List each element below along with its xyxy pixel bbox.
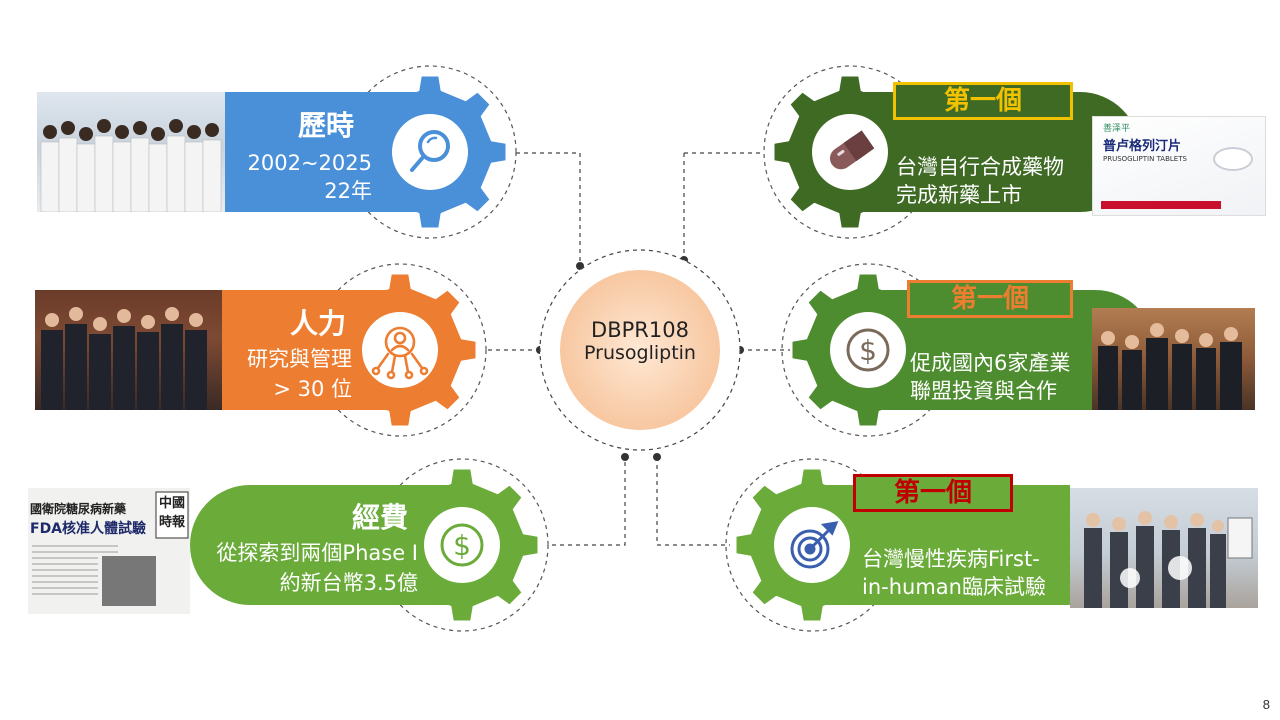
drug-line1: 台灣自行合成藥物 bbox=[896, 155, 1064, 179]
svg-text:$: $ bbox=[859, 334, 877, 367]
card-bar-alliance bbox=[868, 290, 1155, 410]
product-name-en: PRUSOGLIPTIN TABLETS bbox=[1103, 155, 1187, 163]
alliance-line1: 促成國內6家產業 bbox=[910, 351, 1071, 375]
clinical-photo bbox=[1070, 488, 1258, 608]
card-bar-funding bbox=[190, 485, 462, 605]
network-person-icon bbox=[371, 326, 429, 380]
gear-funding-center bbox=[424, 507, 500, 583]
alliance-line2: 聯盟投資與合作 bbox=[910, 379, 1057, 403]
people-line1: 研究與管理 bbox=[247, 347, 352, 371]
product-box-photo: 善泽平 普卢格列汀片 PRUSOGLIPTIN TABLETS bbox=[1092, 116, 1266, 216]
card-bar-drug bbox=[850, 92, 1140, 212]
history-title: 歷時 bbox=[298, 109, 355, 142]
people-title: 人力 bbox=[290, 307, 347, 340]
product-brand: 善泽平 bbox=[1103, 124, 1131, 134]
magnifier-icon bbox=[410, 130, 450, 172]
connector-lines bbox=[488, 152, 790, 546]
history-line2: 22年 bbox=[324, 179, 372, 203]
newspaper-clipping: 國衛院糖尿病新藥 FDA核准人體試驗 中國時報 bbox=[28, 488, 190, 614]
team-photo-group bbox=[35, 290, 222, 410]
funding-line2: 約新台幣3.5億 bbox=[279, 571, 418, 595]
target-icon bbox=[790, 521, 839, 569]
funding-line1: 從探索到兩個Phase I bbox=[216, 541, 418, 565]
center-hub-label: DBPR108 Prusogliptin bbox=[560, 318, 720, 364]
page-number: 8 bbox=[1262, 697, 1270, 712]
gear-people-center bbox=[362, 312, 438, 388]
people-line2: > 30 位 bbox=[273, 377, 352, 401]
center-line1: DBPR108 bbox=[591, 318, 689, 342]
newspaper-masthead: 中國時報 bbox=[158, 496, 185, 530]
dollar-icon: $ bbox=[440, 523, 484, 567]
gear-alliance-center bbox=[830, 312, 906, 388]
card-bar-clinical bbox=[812, 485, 1070, 605]
center-hub bbox=[560, 270, 720, 430]
funding-title: 經費 bbox=[352, 501, 409, 534]
svg-text:$: $ bbox=[453, 529, 471, 562]
product-pill bbox=[1213, 147, 1253, 171]
drug-badge: 第一個 bbox=[893, 82, 1073, 120]
newspaper-headline-2: FDA核准人體試驗 bbox=[30, 521, 147, 537]
newspaper-headline-1: 國衛院糖尿病新藥 bbox=[30, 502, 127, 516]
team-photo-lab bbox=[37, 92, 225, 212]
history-line1: 2002~2025 bbox=[247, 151, 372, 175]
clinical-line2: in-human臨床試驗 bbox=[862, 575, 1046, 599]
clinical-line1: 台灣慢性疾病First- bbox=[862, 547, 1040, 571]
center-line2: Prusogliptin bbox=[584, 342, 696, 364]
drug-line2: 完成新藥上市 bbox=[896, 183, 1022, 207]
alliance-photo bbox=[1092, 308, 1255, 410]
product-name-zh: 普卢格列汀片 bbox=[1103, 139, 1182, 154]
capsule-icon bbox=[829, 130, 875, 170]
product-footer-stripe bbox=[1101, 201, 1221, 209]
dollar-icon-alliance: $ bbox=[846, 328, 890, 372]
clinical-badge: 第一個 bbox=[853, 474, 1013, 512]
alliance-badge: 第一個 bbox=[907, 280, 1073, 318]
